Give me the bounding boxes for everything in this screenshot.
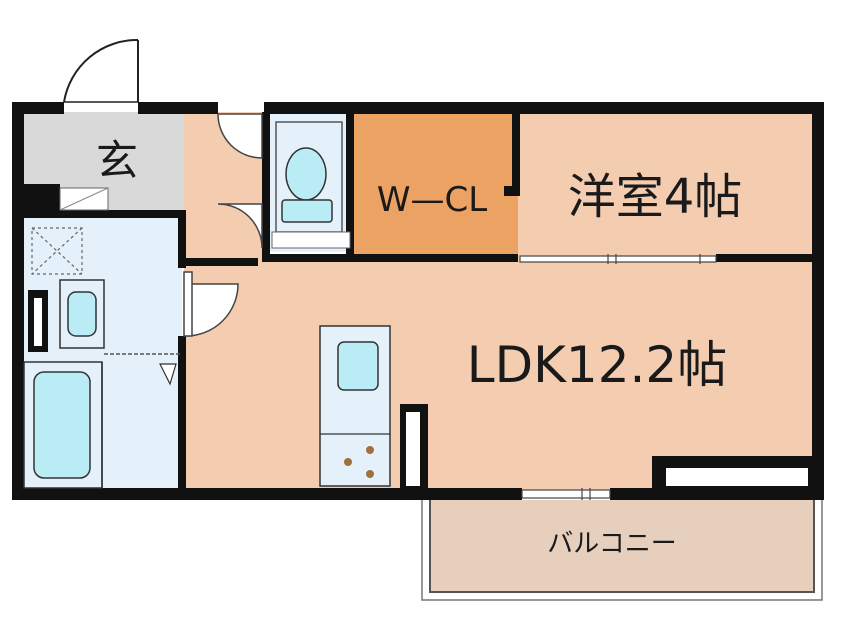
bath-door-marker [159, 363, 177, 386]
bathtub [23, 361, 103, 489]
wall-closet-left [346, 112, 354, 262]
wall-left [12, 102, 24, 500]
wall-western-bottom-right [716, 254, 820, 262]
washing-machine-pan [31, 227, 83, 275]
wall-ldk-top-left [178, 258, 258, 266]
wall-closet-corner [504, 186, 520, 196]
wall-top-mid [138, 102, 218, 114]
entrance-label: 玄 [96, 136, 138, 185]
walk-in-closet-label: W—CL [377, 180, 487, 220]
wash-door-swing [217, 203, 263, 249]
walk-in-closet-floor [350, 112, 518, 258]
toilet-door-swing [217, 113, 263, 159]
wall-closet-right [512, 112, 520, 192]
kitchen-counter [319, 325, 391, 487]
stove-burner-2 [366, 446, 374, 454]
storage-cutout [666, 468, 808, 486]
western-window [519, 255, 717, 263]
toilet [271, 121, 351, 249]
wall-closet-bottom [262, 254, 518, 262]
stove-burner-1 [344, 458, 352, 466]
wall-entrance-divider [20, 210, 186, 218]
wall-top-left [12, 102, 64, 114]
wall-toilet-left [262, 112, 270, 262]
ldk-label: LDK12.2帖 [467, 336, 727, 394]
wall-top-right [264, 102, 824, 114]
kitchen-sink [337, 341, 379, 391]
walls [12, 102, 824, 500]
balcony-floor [430, 500, 814, 592]
stove-burner-3 [366, 470, 374, 478]
wall-wash-right [178, 210, 186, 268]
hall-doors [183, 113, 263, 337]
entrance-door [63, 38, 139, 103]
entrance-door-arc [63, 38, 139, 103]
wall-bottom [12, 488, 522, 500]
toilet-bowl [285, 147, 327, 201]
windows [519, 254, 717, 500]
western-room-label: 洋室4帖 [568, 169, 743, 225]
western-room-floor [518, 112, 814, 258]
ldk-balcony-window [521, 489, 611, 499]
wash-basin [59, 279, 105, 349]
kitchen-stub-cutout [406, 412, 420, 486]
balcony [421, 500, 823, 601]
wall-wash-right-lower [178, 336, 186, 496]
balcony-label: バルコニー [547, 529, 676, 559]
ldk-floor [184, 258, 814, 494]
stub-left-cutout [34, 298, 42, 346]
toilet-tank [281, 199, 333, 223]
wall-right [812, 102, 824, 500]
